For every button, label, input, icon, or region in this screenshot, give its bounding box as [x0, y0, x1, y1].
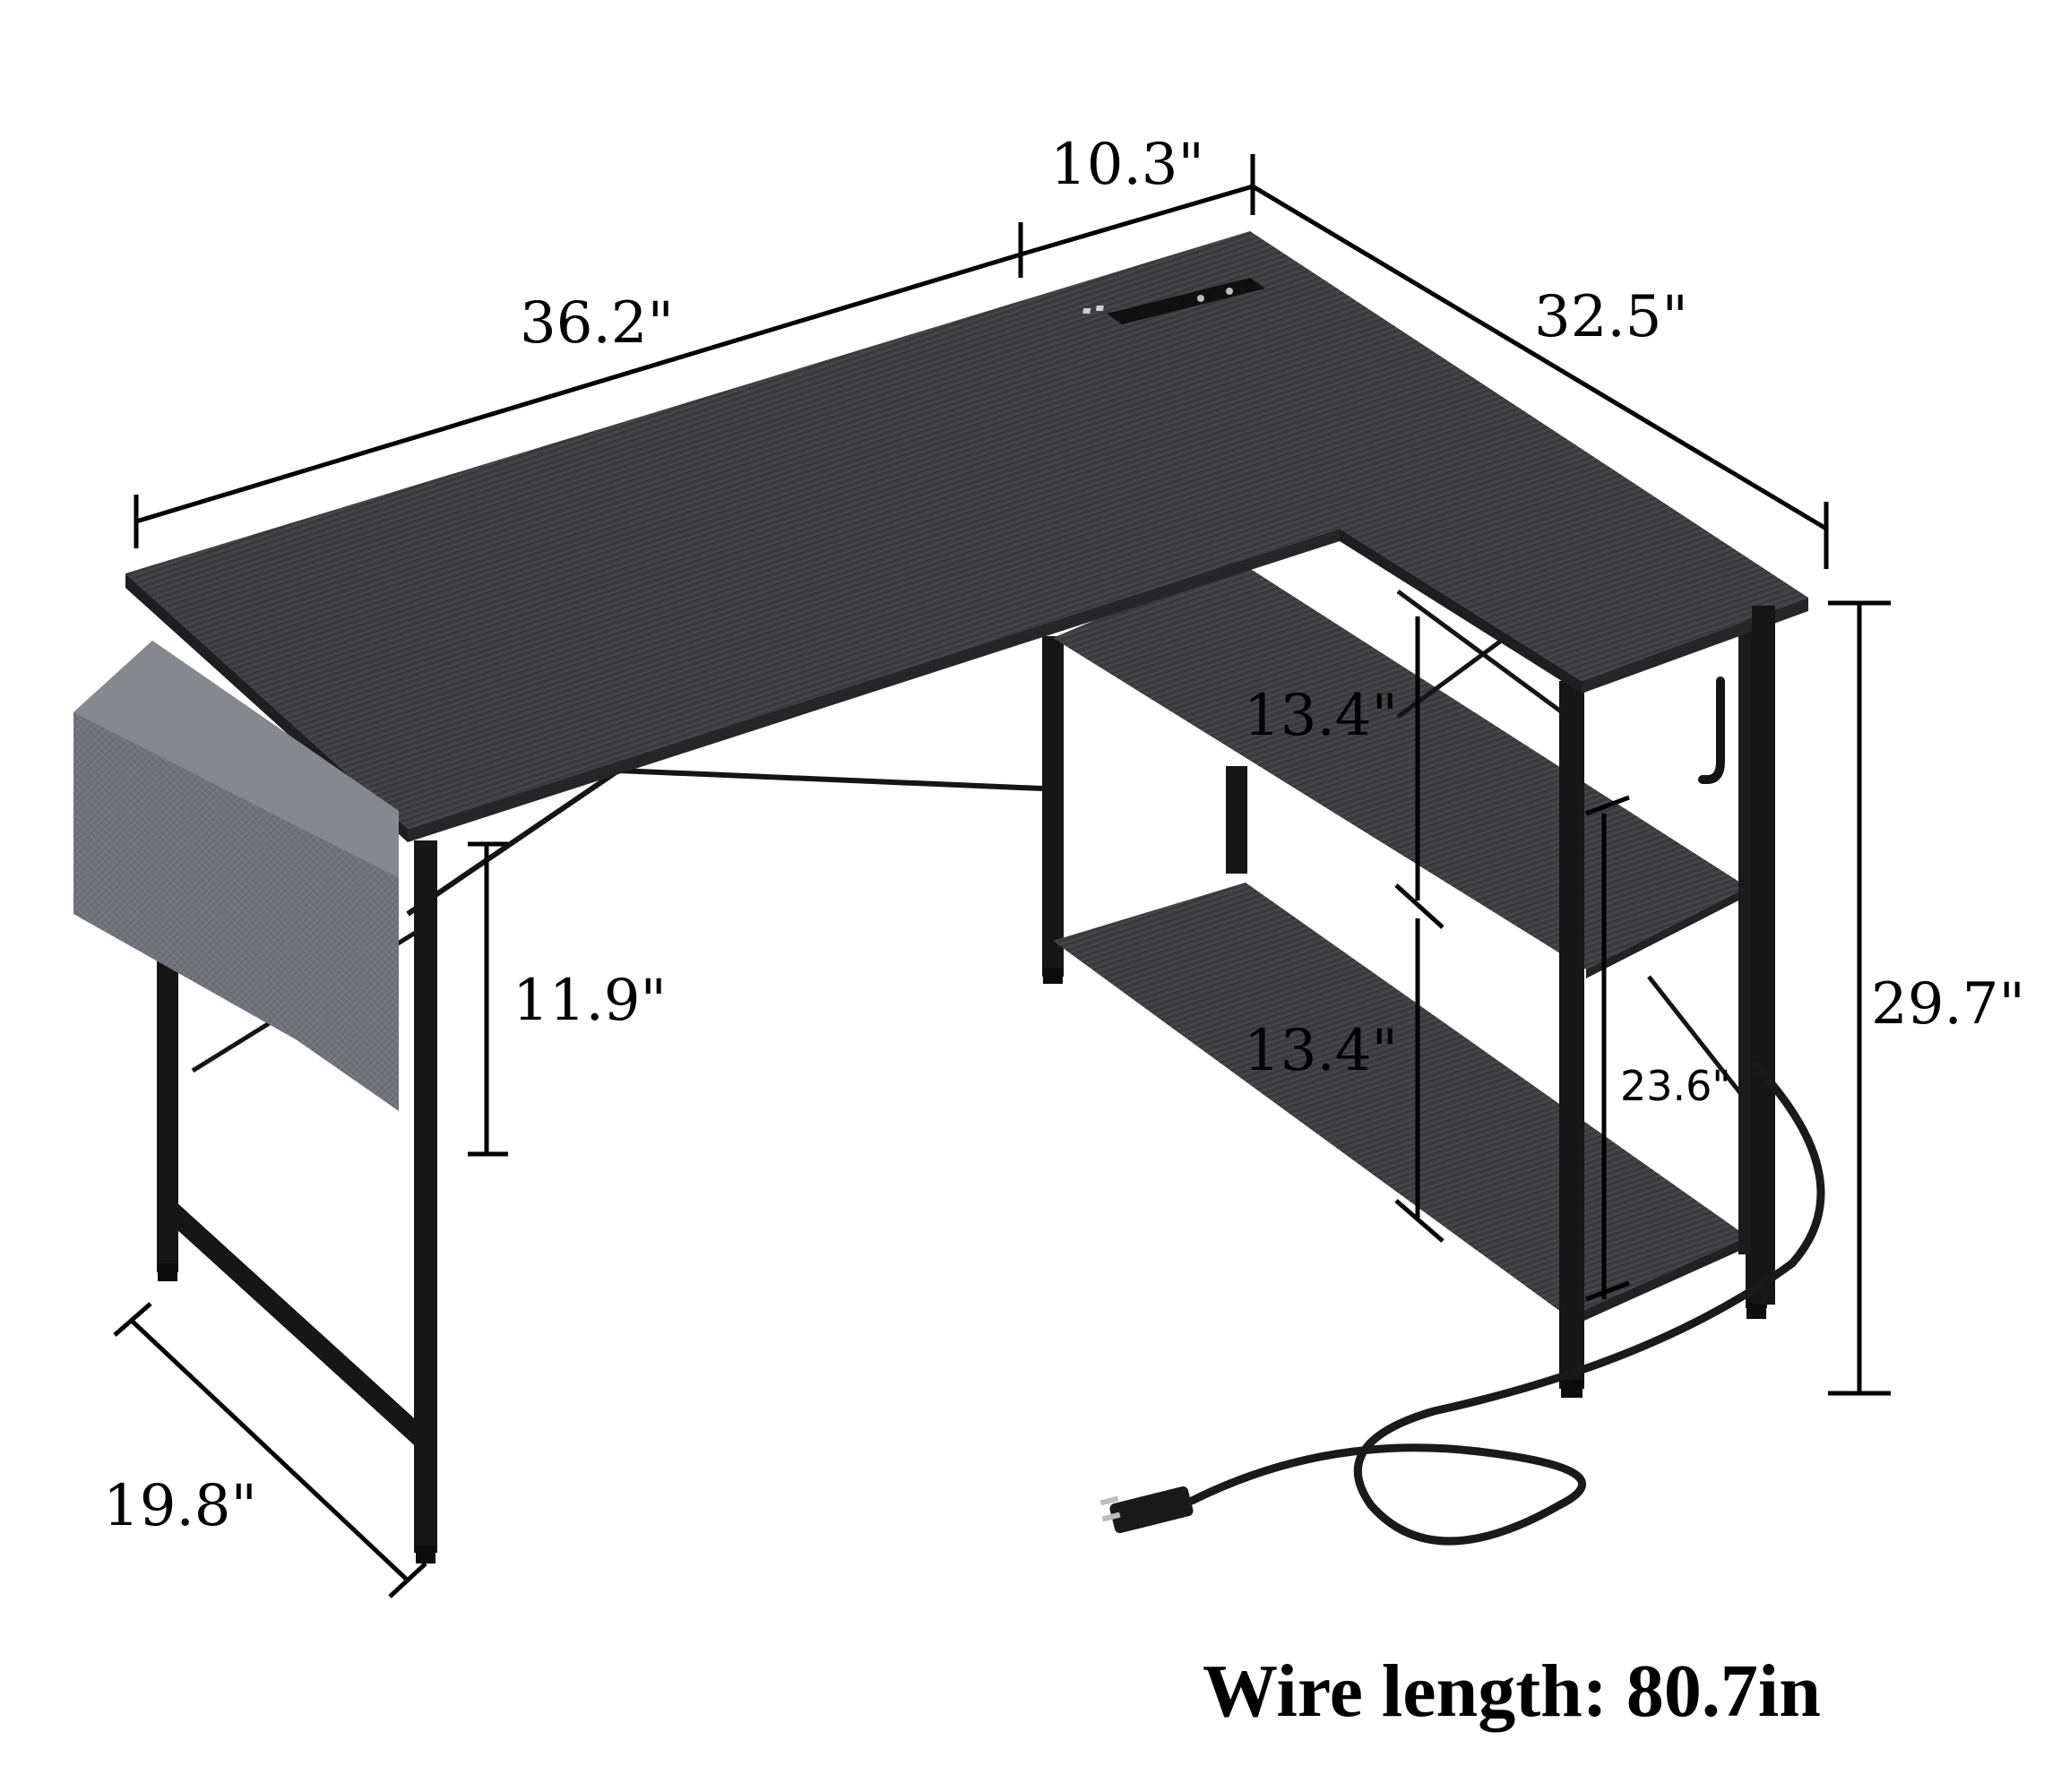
front-right-leg — [1752, 606, 1775, 1305]
headphone-hook — [1698, 676, 1725, 784]
desktop-front-edge-right — [1582, 598, 1808, 694]
shelf-rear-post — [1226, 766, 1247, 874]
shelf-low-brace — [1647, 975, 1749, 1104]
power-outlet-strip[interactable] — [1082, 278, 1265, 324]
lower-shelf-edge — [1568, 1236, 1747, 1328]
power-cord — [1187, 1062, 1825, 1546]
back-right-leg-foot — [1746, 1301, 1766, 1319]
usb-port-icon — [1082, 308, 1091, 314]
back-left-leg — [1042, 636, 1064, 977]
front-left-leg-foot — [416, 1546, 435, 1564]
dim-height: 29.7" — [1871, 971, 2025, 1038]
dim-top-corner-depth: 10.3" — [1050, 132, 1204, 198]
dim-left-depth: 19.8" — [103, 1473, 257, 1539]
measurement-lines — [113, 154, 1891, 1598]
cross-brace-diag — [406, 768, 620, 917]
back-left-leg-foot — [1043, 968, 1063, 984]
desktop-inner-edge — [1340, 529, 1582, 694]
storage-bag-body — [73, 641, 399, 878]
dim-top-right-width: 32.5" — [1534, 284, 1688, 350]
dim-shelf-total: 23.6" — [1620, 1062, 1731, 1110]
cross-brace-long — [617, 768, 1043, 791]
dim-shelf-lower: 13.4" — [1244, 1018, 1398, 1084]
upper-shelf-edge — [1586, 887, 1747, 978]
dim-bag-height: 11.9" — [513, 968, 667, 1034]
shelf-unit — [1053, 560, 1751, 1398]
desktop-front-edge-mid — [408, 529, 1340, 842]
storage-bag-front — [73, 712, 399, 1111]
left-side-lower-bar — [175, 1201, 421, 1452]
usb-port-icon-2 — [1095, 306, 1104, 311]
dim-shelf-upper: 13.4" — [1244, 683, 1398, 749]
power-plug-icon — [1099, 1486, 1194, 1534]
wire-length-caption: Wire length: 80.7in — [1203, 1650, 1821, 1733]
shelf-front-post-foot — [1561, 1380, 1582, 1398]
outlet-icon-2 — [1226, 288, 1233, 295]
dim-top-left-width: 36.2" — [520, 290, 674, 357]
shelf-inner-post — [1738, 627, 1751, 1254]
desktop-top-surface — [125, 231, 1808, 829]
storage-bag — [73, 641, 399, 1111]
rear-left-leg-foot — [158, 1263, 177, 1281]
outlet-icon-1 — [1197, 295, 1204, 302]
dimension-labels: 36.2" 10.3" 32.5" 29.7" 11.9" 13.4" 13.4… — [103, 132, 2025, 1539]
shelf-front-post — [1559, 681, 1584, 1389]
